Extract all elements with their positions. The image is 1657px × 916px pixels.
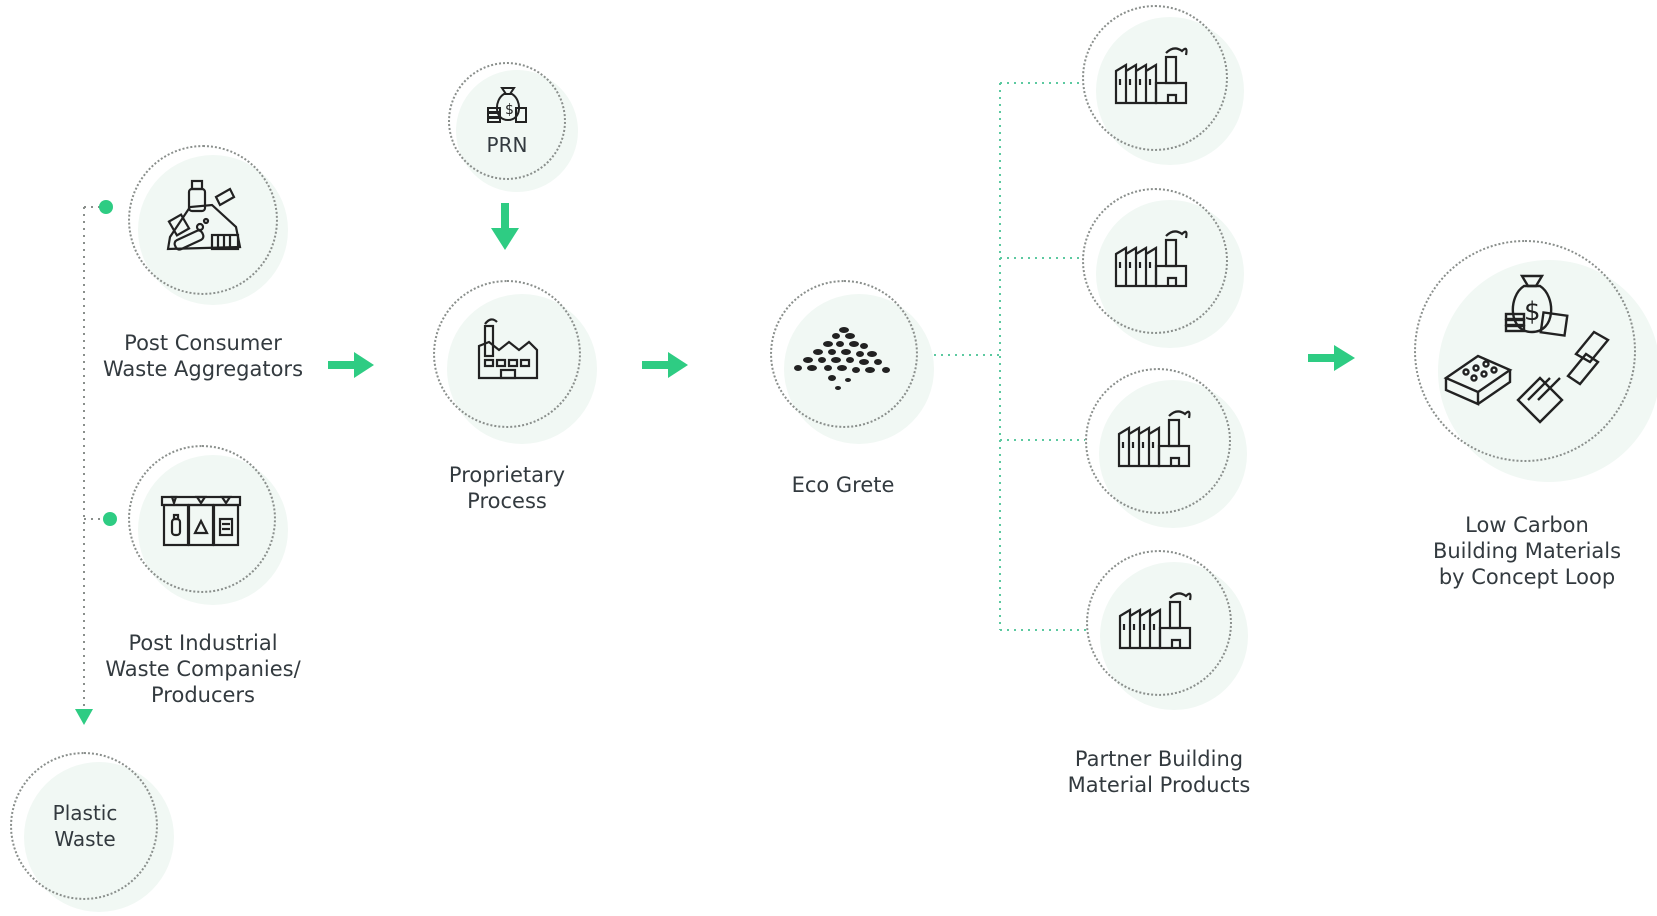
low-carbon-label: Low Carbon Building Materials by Concept… [1432,513,1622,589]
partner-node-3 [1085,368,1250,528]
industrial-plant-icon [1118,592,1192,650]
prn-label: PRN [486,133,528,157]
building-materials-icon: $ [1443,274,1610,424]
money-bag-icon: $ [487,87,527,123]
low-carbon-node: $ [1414,240,1657,482]
connector-dot [99,200,113,214]
down-arrow-head [75,709,93,725]
waste-pile-icon [166,179,242,251]
plastic-waste-label: Plastic Waste [52,801,118,851]
partner-node-1 [1082,5,1247,165]
factory-icon [477,318,539,380]
partner-tree-connector [920,82,1086,631]
post-consumer-node [128,145,288,305]
waste-source-connector [75,200,117,725]
plastic-waste-node: Plastic Waste [10,752,180,914]
proprietary-process-label: Proprietary Process [448,463,566,513]
post-consumer-label: Post Consumer Waste Aggregators [102,331,304,381]
partner-node-2 [1082,188,1247,348]
connector-dot [103,512,117,526]
eco-grete-label: Eco Grete [791,473,895,497]
flow-arrow-prn-down [491,203,519,250]
prn-node: $ PRN [448,62,578,192]
flow-arrow-2 [642,352,688,378]
svg-text:$: $ [505,102,514,118]
proprietary-process-node [433,280,598,445]
industrial-plant-icon [1117,410,1191,468]
partners-label: Partner Building Material Products [1067,747,1251,797]
industrial-plant-icon [1114,230,1188,288]
partner-node-4 [1086,550,1251,710]
recycling-bins-icon [160,495,242,547]
flow-arrow-3 [1308,345,1355,371]
flow-arrow-1 [328,352,374,378]
eco-grete-node [770,280,935,445]
svg-text:$: $ [1524,297,1541,327]
post-industrial-label: Post Industrial Waste Companies/ Produce… [105,631,301,707]
post-industrial-node [128,445,288,605]
aggregate-pile-icon [794,327,890,390]
industrial-plant-icon [1114,47,1188,105]
